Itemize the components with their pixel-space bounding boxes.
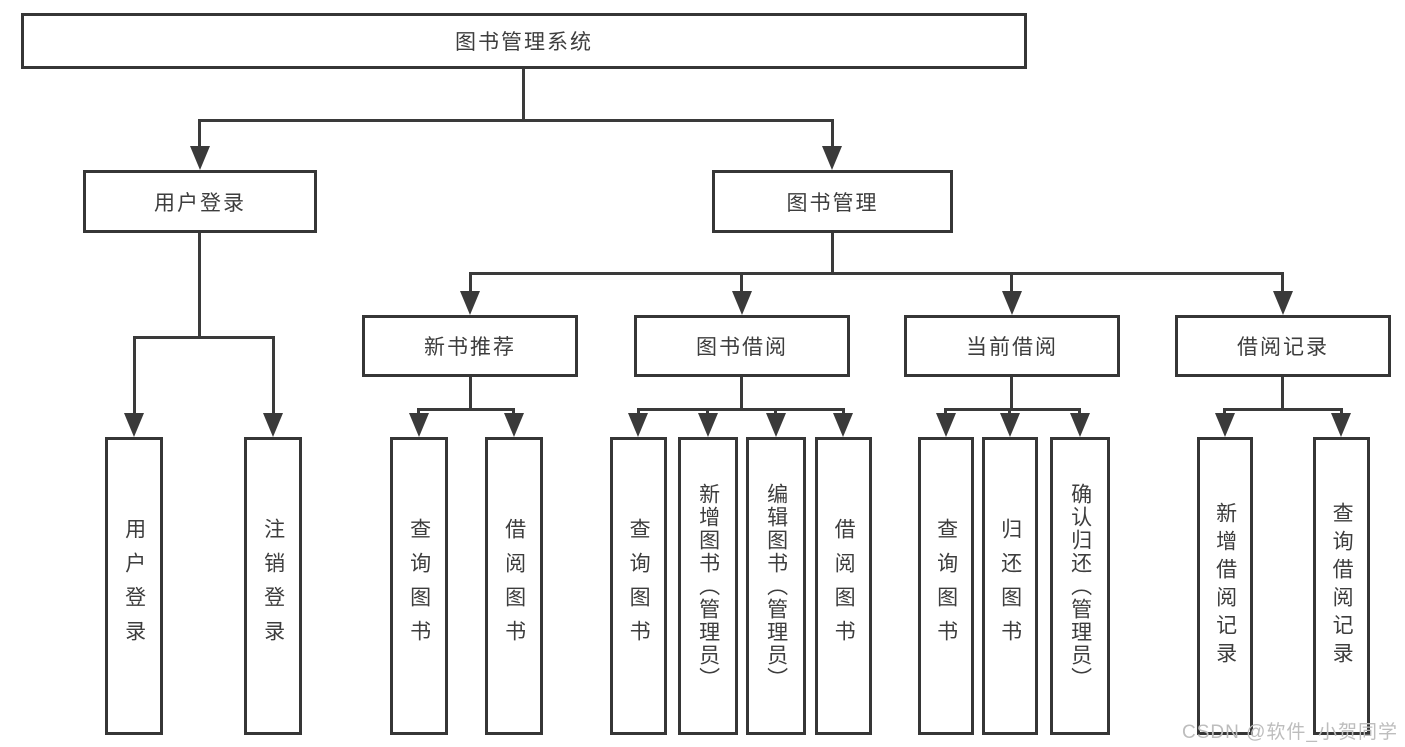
connector-drop-line [417, 408, 420, 416]
connector-drop-book-management-line [831, 119, 834, 148]
node-leaf-add-book-admin: 新增图书（管理员） [678, 437, 738, 735]
connector-user-login-branch-line [133, 336, 275, 339]
node-leaf-borrow-book-borrowing: 借阅图书 [815, 437, 872, 735]
node-leaf-user-login: 用户登录 [105, 437, 163, 735]
arrow-down-icon [936, 413, 956, 437]
node-library-management-system: 图书管理系统 [21, 13, 1027, 69]
connector-book-borrowing-stem-line [740, 377, 743, 408]
arrow-down-icon [1215, 413, 1235, 437]
connector-drop-line [774, 408, 777, 416]
connector-drop-line [740, 272, 743, 293]
arrow-down-icon [1070, 413, 1090, 437]
connector-new-book-recommend-branch-line [417, 408, 515, 411]
connector-drop-line [469, 272, 472, 293]
arrow-down-icon [190, 146, 210, 170]
node-label: 借阅图书 [502, 518, 526, 654]
arrow-down-icon [124, 413, 144, 437]
node-label: 确认归还（管理员） [1068, 482, 1092, 690]
node-leaf-add-borrow-record: 新增借阅记录 [1197, 437, 1253, 735]
connector-root-branch-line [199, 119, 833, 122]
node-book-management: 图书管理 [712, 170, 953, 233]
arrow-down-icon [409, 413, 429, 437]
arrow-down-icon [1002, 291, 1022, 315]
node-new-book-recommend: 新书推荐 [362, 315, 578, 377]
node-label: 查询图书 [407, 518, 431, 654]
connector-current-borrowing-branch-line [944, 408, 1081, 411]
node-leaf-logout: 注销登录 [244, 437, 302, 735]
node-leaf-return-book: 归还图书 [982, 437, 1038, 735]
node-label: 查询图书 [627, 518, 651, 654]
arrow-down-icon [1000, 413, 1020, 437]
node-label: 图书借阅 [696, 336, 788, 359]
connector-new-book-recommend-stem-line [469, 377, 472, 408]
node-leaf-edit-book-admin: 编辑图书（管理员） [746, 437, 806, 735]
connector-book-management-stem-line [831, 233, 834, 272]
arrow-down-icon [628, 413, 648, 437]
connector-drop-line [842, 408, 845, 416]
connector-borrowing-records-stem-line [1281, 377, 1284, 408]
connector-drop-line [706, 408, 709, 416]
node-leaf-query-book-recommend: 查询图书 [390, 437, 448, 735]
node-label: 编辑图书（管理员） [764, 482, 788, 690]
connector-drop-line [512, 408, 515, 416]
connector-root-stem-line [522, 69, 525, 119]
connector-drop-line [1340, 408, 1343, 416]
node-label: 查询借阅记录 [1330, 502, 1354, 670]
connector-drop-line [1010, 272, 1013, 293]
node-label: 用户登录 [122, 518, 146, 654]
connector-borrowing-records-branch-line [1223, 408, 1342, 411]
arrow-down-icon [698, 413, 718, 437]
node-label: 新增借阅记录 [1213, 502, 1237, 670]
arrow-down-icon [766, 413, 786, 437]
node-label: 归还图书 [998, 518, 1022, 654]
node-label: 图书管理系统 [455, 31, 593, 54]
connector-current-borrowing-stem-line [1010, 377, 1013, 408]
node-leaf-query-borrow-record: 查询借阅记录 [1313, 437, 1370, 735]
node-label: 查询图书 [934, 518, 958, 654]
arrow-down-icon [460, 291, 480, 315]
node-leaf-borrow-book-recommend: 借阅图书 [485, 437, 543, 735]
connector-drop-line [944, 408, 947, 416]
connector-drop-line [1223, 408, 1226, 416]
node-label: 图书管理 [786, 191, 879, 215]
node-label: 注销登录 [261, 518, 285, 654]
connector-drop-line [1008, 408, 1011, 416]
connector-drop-line [272, 336, 275, 415]
node-label: 新增图书（管理员） [696, 482, 720, 690]
arrow-down-icon [263, 413, 283, 437]
arrow-down-icon [1331, 413, 1351, 437]
connector-drop-line [1078, 408, 1081, 416]
node-leaf-confirm-return-admin: 确认归还（管理员） [1050, 437, 1110, 735]
arrow-down-icon [732, 291, 752, 315]
node-user-login: 用户登录 [83, 170, 317, 233]
node-label: 借阅图书 [832, 518, 856, 654]
csdn-watermark: CSDN @软件_小贺同学 [1182, 722, 1398, 743]
node-current-borrowing: 当前借阅 [904, 315, 1120, 377]
node-label: 借阅记录 [1237, 336, 1329, 359]
node-borrowing-records: 借阅记录 [1175, 315, 1391, 377]
connector-drop-user-login-line [198, 119, 201, 148]
arrow-down-icon [822, 146, 842, 170]
node-leaf-query-book-current: 查询图书 [918, 437, 974, 735]
arrow-down-icon [504, 413, 524, 437]
arrow-down-icon [1273, 291, 1293, 315]
node-label: 新书推荐 [424, 336, 516, 359]
arrow-down-icon [833, 413, 853, 437]
connector-book-management-branch-line [469, 272, 1284, 275]
node-leaf-query-book-borrowing: 查询图书 [610, 437, 667, 735]
node-book-borrowing: 图书借阅 [634, 315, 850, 377]
connector-drop-line [637, 408, 640, 416]
connector-user-login-stem-line [198, 233, 201, 336]
node-label: 用户登录 [154, 191, 246, 215]
connector-drop-line [1281, 272, 1284, 293]
connector-book-borrowing-branch-line [637, 408, 845, 411]
node-label: 当前借阅 [966, 336, 1058, 359]
connector-drop-line [133, 336, 136, 415]
